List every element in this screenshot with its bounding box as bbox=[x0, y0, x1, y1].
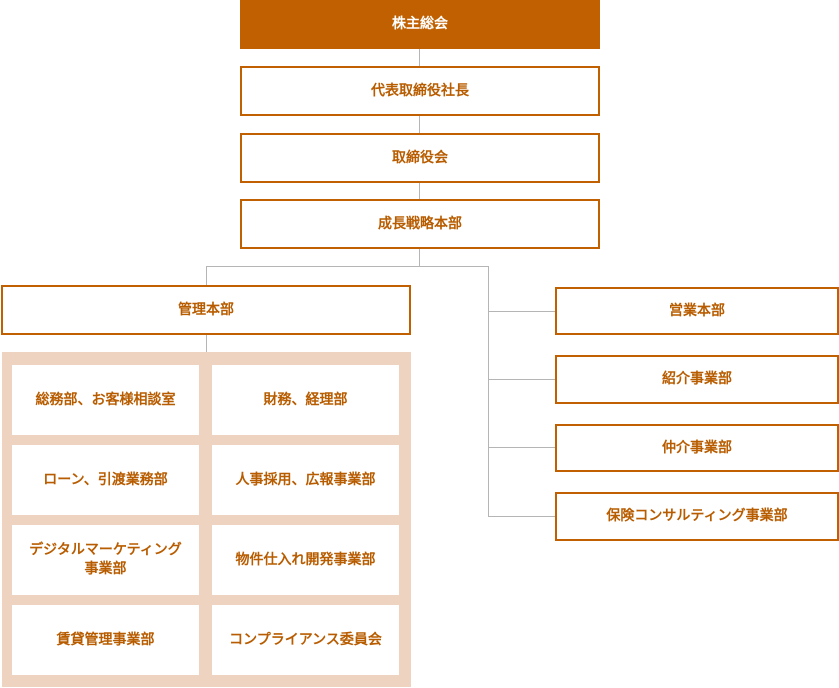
node-ceo: 代表取締役社長 bbox=[240, 66, 600, 116]
connector-admin-drop bbox=[206, 266, 207, 286]
connector-top-trunk bbox=[419, 48, 420, 200]
node-brokerage-dept: 仲介事業部 bbox=[555, 424, 839, 472]
connector-sales bbox=[488, 311, 556, 312]
admin-units-panel: 総務部、お客様相談室 財務、経理部 ローン、引渡業務部 人事採用、広報事業部 デ… bbox=[2, 352, 411, 687]
unit-hr-pr: 人事採用、広報事業部 bbox=[212, 445, 399, 515]
connector-right-trunk bbox=[488, 266, 489, 517]
node-board: 取締役会 bbox=[240, 133, 600, 183]
node-sales-division: 営業本部 bbox=[555, 287, 839, 335]
connector-referral bbox=[488, 379, 556, 380]
unit-rental-management: 賃貸管理事業部 bbox=[12, 605, 199, 675]
unit-general-affairs: 総務部、お客様相談室 bbox=[12, 365, 199, 435]
unit-property-development: 物件仕入れ開発事業部 bbox=[212, 525, 399, 595]
unit-loan-delivery: ローン、引渡業務部 bbox=[12, 445, 199, 515]
connector-strategy-down bbox=[419, 247, 420, 266]
connector-brokerage bbox=[488, 447, 556, 448]
unit-compliance-committee: コンプライアンス委員会 bbox=[212, 605, 399, 675]
unit-digital-marketing: デジタルマーケティング 事業部 bbox=[12, 525, 199, 595]
node-insurance-consulting-dept: 保険コンサルティング事業部 bbox=[555, 492, 839, 541]
node-shareholders-meeting: 株主総会 bbox=[240, 0, 600, 49]
connector-admin-panel bbox=[206, 333, 207, 352]
connector-insurance bbox=[488, 516, 556, 517]
node-admin-division: 管理本部 bbox=[1, 285, 411, 335]
unit-finance-accounting: 財務、経理部 bbox=[212, 365, 399, 435]
connector-branch-horizontal bbox=[206, 266, 489, 267]
node-growth-strategy: 成長戦略本部 bbox=[240, 199, 600, 249]
node-referral-dept: 紹介事業部 bbox=[555, 355, 839, 404]
